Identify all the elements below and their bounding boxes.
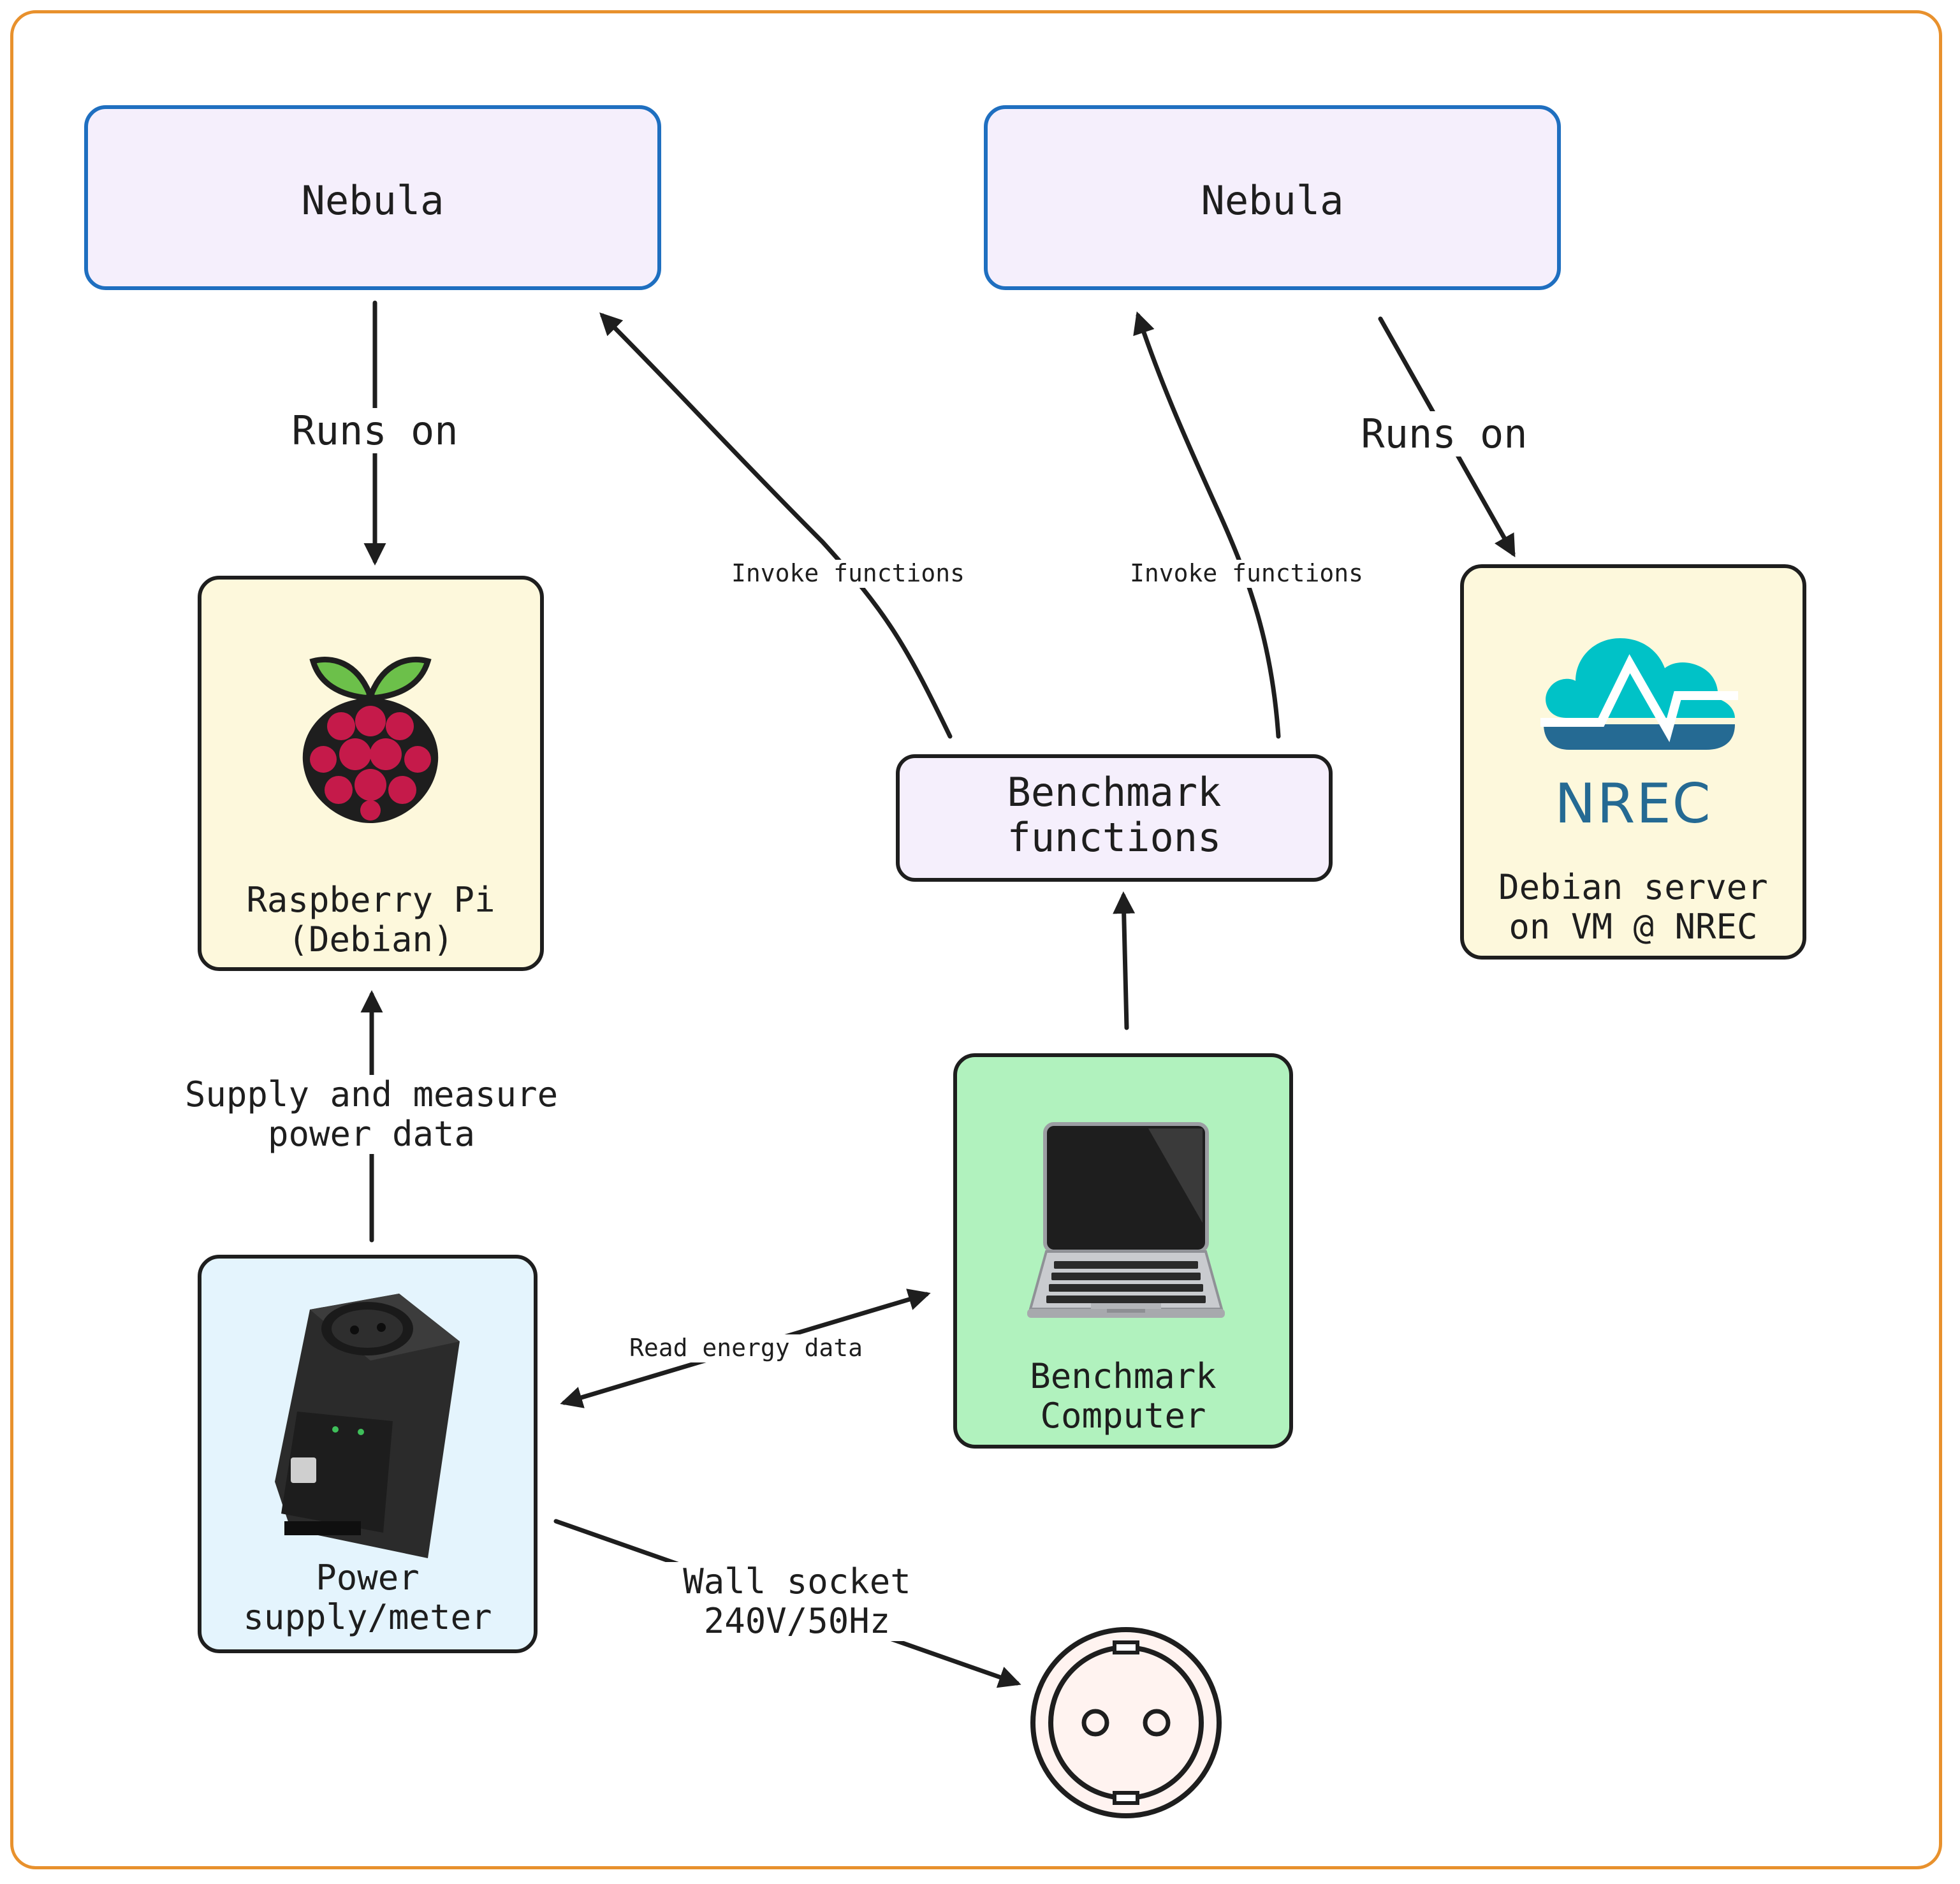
edge-label-runs-on-right: Runs on	[1336, 411, 1553, 456]
wall-socket-icon[interactable]	[1028, 1625, 1224, 1821]
raspberry-pi-node[interactable]: Raspberry Pi (Debian)	[198, 576, 544, 971]
nebula-node-right[interactable]: Nebula	[984, 105, 1561, 290]
nebula-label-left: Nebula	[301, 177, 444, 224]
arrow-invoke-left	[599, 312, 953, 739]
edge-label-supply-measure: Supply and measure power data	[172, 1074, 571, 1155]
benchmark-computer-node[interactable]: Benchmark Computer	[953, 1053, 1293, 1449]
edge-label-read-energy: Read energy data	[622, 1334, 870, 1362]
raspberry-pi-logo-icon	[302, 657, 439, 823]
edge-label-wall-socket: Wall socket 240V/50Hz	[663, 1561, 931, 1642]
benchmark-computer-label: Benchmark Computer	[1030, 1356, 1217, 1436]
debian-server-label: Debian server on VM @ NREC	[1498, 867, 1768, 947]
nrec-logo-text: NREC	[1554, 772, 1712, 836]
benchmark-functions-label: Benchmark functions	[1007, 769, 1222, 861]
power-meter-device-icon	[275, 1294, 460, 1558]
benchmark-functions-node[interactable]: Benchmark functions	[896, 754, 1333, 882]
raspberry-pi-label: Raspberry Pi (Debian)	[246, 880, 495, 960]
power-supply-label: Power supply/meter	[243, 1558, 492, 1638]
debian-server-node[interactable]: NREC Debian server on VM @ NREC	[1460, 564, 1806, 960]
edge-label-invoke-left: Invoke functions	[720, 559, 976, 588]
edge-label-invoke-right: Invoke functions	[1119, 559, 1374, 588]
nrec-cloud-logo-icon	[1540, 638, 1738, 750]
edge-label-runs-on-left: Runs on	[267, 408, 483, 453]
power-supply-meter-node[interactable]: Power supply/meter	[198, 1255, 538, 1653]
arrow-computer-to-functions	[1113, 891, 1136, 1030]
laptop-icon	[1027, 1122, 1225, 1318]
nebula-label-right: Nebula	[1201, 177, 1344, 224]
diagram-frame	[10, 10, 1942, 1869]
nebula-node-left[interactable]: Nebula	[84, 105, 661, 290]
arrow-invoke-right	[1133, 311, 1281, 739]
